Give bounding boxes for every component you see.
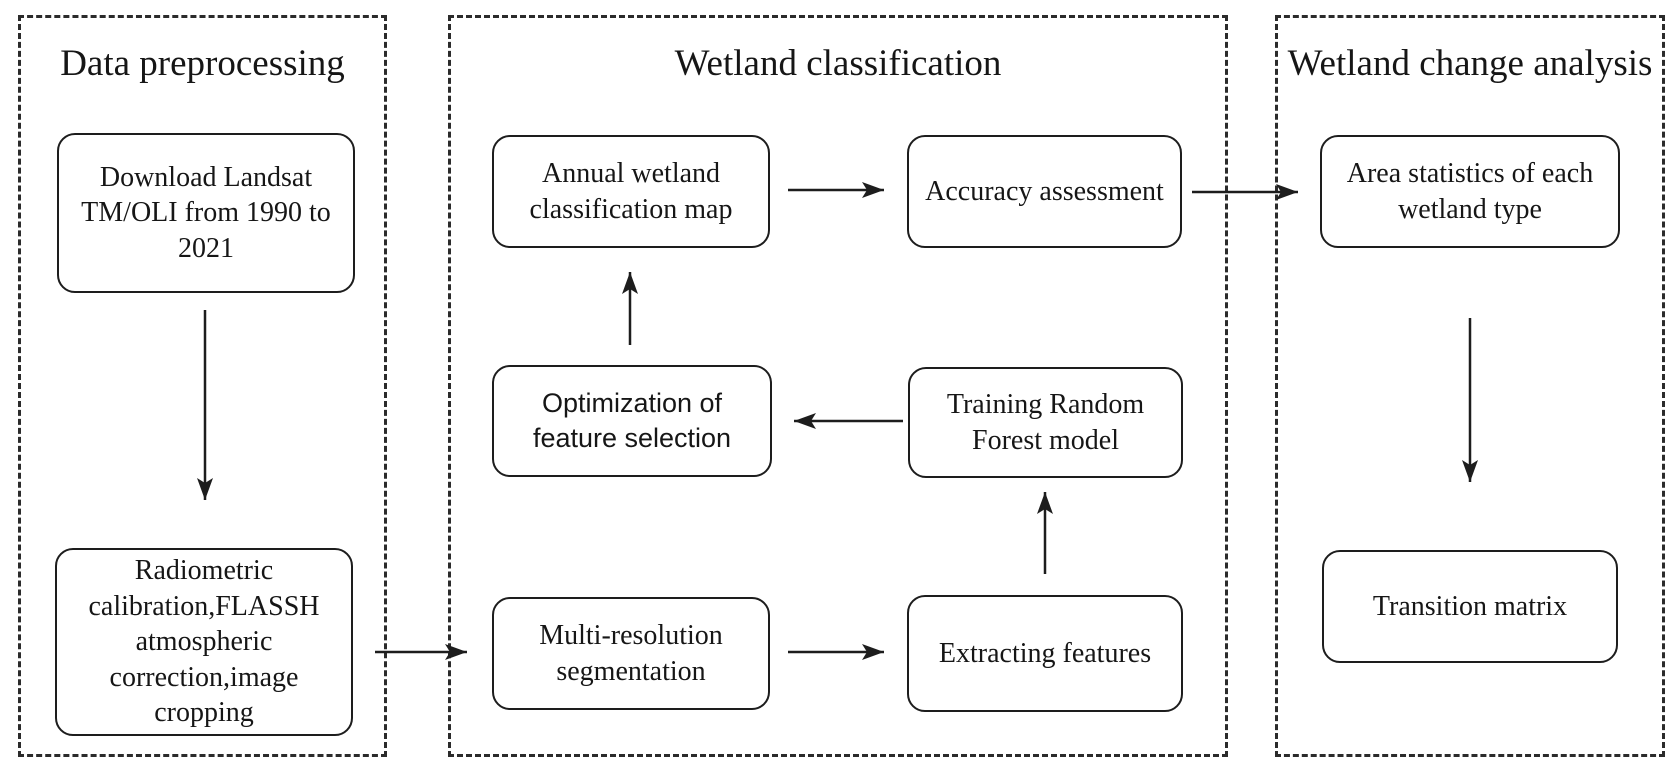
node-annual-wetland-classification-map: Annual wetland classification map [492,135,770,248]
node-training-random-forest-model: Training Random Forest model [908,367,1183,478]
section-title-wetland-classification: Wetland classification [674,43,1002,84]
section-data-preprocessing: Data preprocessing [18,15,387,757]
node-accuracy-assessment: Accuracy assessment [907,135,1182,248]
node-area-statistics: Area statistics of each wetland type [1320,135,1620,248]
node-transition-matrix: Transition matrix [1322,550,1618,663]
section-title-data-preprocessing: Data preprocessing [60,43,345,84]
node-extracting-features: Extracting features [907,595,1183,712]
node-radiometric-calibration: Radiometric calibration,FLASSH atmospher… [55,548,353,736]
section-wetland-classification: Wetland classification [448,15,1228,757]
node-multi-resolution-segmentation: Multi-resolution segmentation [492,597,770,710]
section-wetland-change-analysis: Wetland change analysis [1275,15,1665,757]
section-title-wetland-change-analysis: Wetland change analysis [1287,43,1653,84]
node-download-landsat: Download Landsat TM/OLI from 1990 to 202… [57,133,355,293]
node-optimization-of-feature-selection: Optimization of feature selection [492,365,772,477]
